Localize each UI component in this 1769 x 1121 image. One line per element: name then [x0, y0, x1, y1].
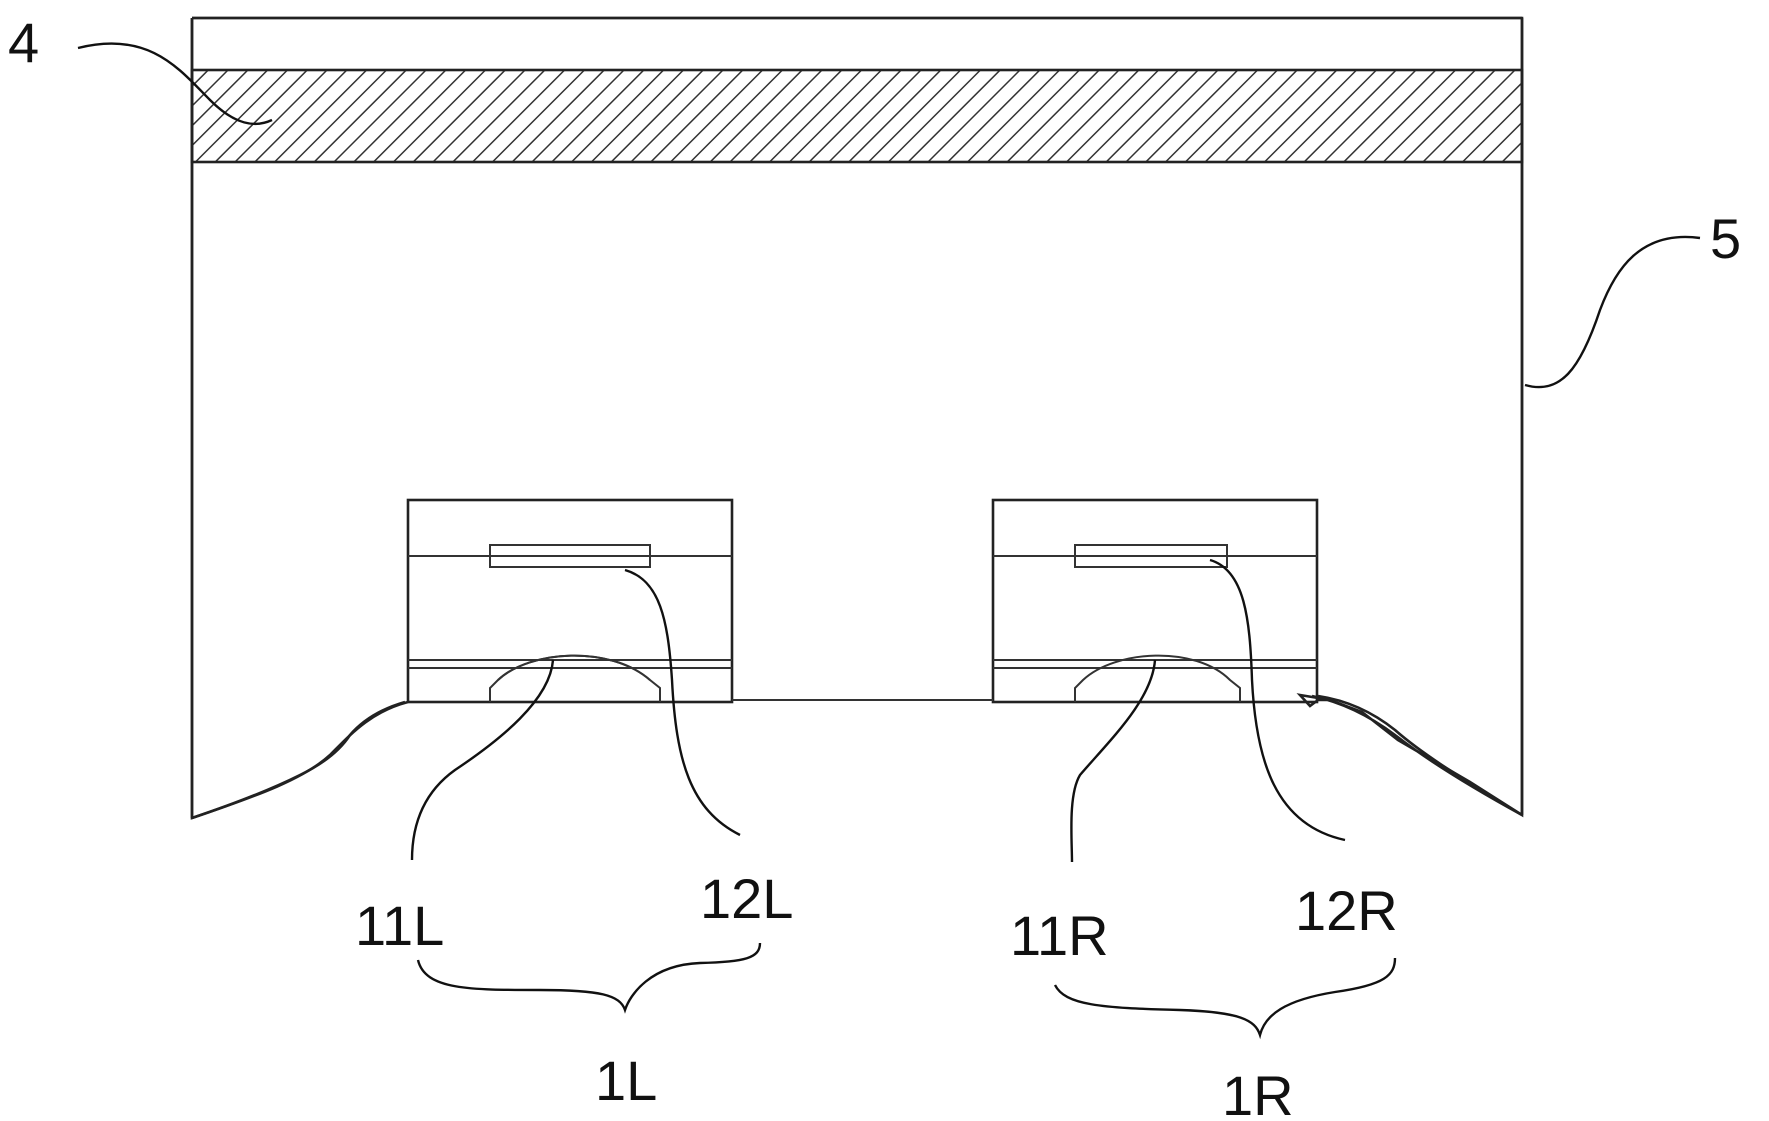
label-1L: 1L [595, 1049, 657, 1112]
device-right-bump [1074, 654, 1241, 702]
label-12L: 12L [700, 867, 793, 930]
leader-12R [1209, 558, 1346, 842]
label-11L: 11L [355, 894, 444, 957]
label-4: 4 [8, 11, 39, 74]
body-bottom-left-curve [191, 700, 409, 820]
device-left-bump [489, 654, 661, 702]
label-11R: 11R [1010, 904, 1109, 967]
device-right-top-element [1074, 544, 1228, 568]
brace-1L [416, 942, 762, 1014]
brace-1R [1053, 957, 1397, 1040]
leader-11L [410, 659, 555, 861]
leader-12L [624, 568, 741, 837]
body-bottom-right-curve [1317, 694, 1523, 817]
device-left-top-element [489, 544, 651, 568]
hatched-layer [190, 68, 1524, 164]
leader-5 [1524, 235, 1701, 389]
label-5: 5 [1710, 207, 1741, 270]
label-1R: 1R [1222, 1064, 1294, 1121]
device-right-box [991, 498, 1319, 704]
leader-4 [77, 42, 273, 126]
label-12R: 12R [1295, 879, 1398, 942]
device-left [406, 498, 734, 704]
leader-11R [1070, 659, 1157, 863]
device-right [991, 498, 1319, 704]
device-left-box [406, 498, 734, 704]
